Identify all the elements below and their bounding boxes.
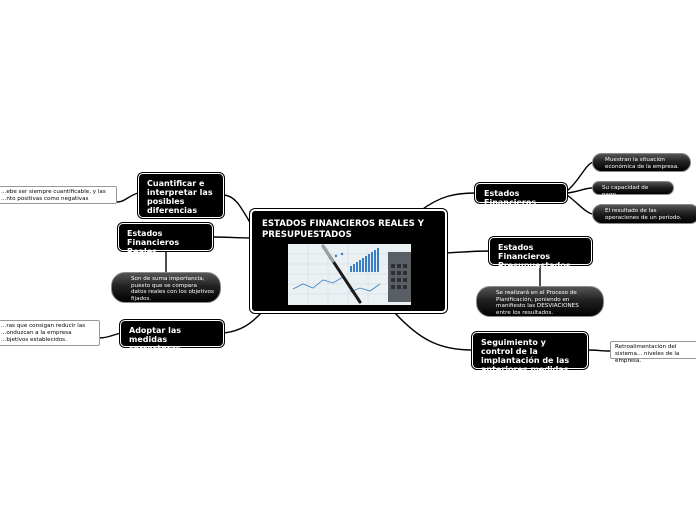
topic-estados-financieros[interactable]: Estados Financieros (475, 183, 567, 203)
central-title: ESTADOS FINANCIEROS REALES Y PRESUPUESTA… (262, 219, 442, 241)
link-adoptar (224, 312, 262, 333)
link-fin-note-1 (567, 162, 593, 191)
topic-estados-financieros-presupuestados-label: Estados Financieros Presupuestados (498, 243, 571, 270)
note-presupuestados-text: Se realizará en el Proceso de Planificac… (496, 290, 579, 316)
topic-cuantificar[interactable]: Cuantificar e interpretar las posibles d… (138, 173, 224, 218)
note-seguimiento[interactable]: Retroalimentación del sistema... niveles… (610, 341, 696, 359)
note-cuantificar[interactable]: ...ebe ser siempre cuantificable, y las … (0, 186, 117, 204)
topic-cuantificar-label: Cuantificar e interpretar las posibles d… (147, 179, 213, 215)
note-adoptar-text: ...ras que consigan reducir las ...onduz… (1, 323, 85, 343)
link-fin-note-3 (567, 195, 592, 214)
note-presupuestados[interactable]: Se realizará en el Proceso de Planificac… (476, 286, 604, 317)
topic-estados-financieros-presupuestados[interactable]: Estados Financieros Presupuestados (489, 237, 592, 265)
link-cuantificar (224, 195, 252, 226)
note-adoptar[interactable]: ...ras que consigan reducir las ...onduz… (0, 320, 100, 346)
note-financieros-situacion[interactable]: Muestran la situación económica de la em… (592, 153, 691, 172)
note-financieros-resultado[interactable]: El resultado de las operaciones de un pe… (592, 204, 696, 224)
topic-adoptar[interactable]: Adoptar las medidas correctoras oportuna… (120, 320, 224, 347)
note-financieros-situacion-text: Muestran la situación económica de la em… (605, 157, 679, 170)
link-cuantificar-note (117, 193, 138, 202)
link-adoptar-note (99, 333, 121, 338)
link-fin-note-2 (567, 188, 592, 193)
topic-seguimiento[interactable]: Seguimiento y control de la implantación… (472, 332, 588, 369)
topic-adoptar-label: Adoptar las medidas correctoras oportuna… (129, 326, 181, 362)
note-cuantificar-text: ...ebe ser siempre cuantificable, y las … (1, 189, 106, 202)
note-financieros-pago[interactable]: Su capacidad de pago. (592, 181, 674, 195)
topic-estados-financieros-label: Estados Financieros (484, 189, 536, 207)
topic-seguimiento-label: Seguimiento y control de la implantación… (481, 338, 569, 374)
link-seguimiento-note (588, 350, 610, 351)
link-seguimiento (395, 313, 472, 350)
link-reales (213, 237, 251, 238)
note-estados-reales-text: Son de suma importancia, puesto que se c… (131, 276, 214, 302)
topic-estados-financieros-reales[interactable]: Estados Financieros Reales (118, 223, 213, 251)
central-topic[interactable]: ESTADOS FINANCIEROS REALES Y PRESUPUESTA… (250, 209, 447, 313)
link-presupuestados (446, 251, 489, 253)
note-financieros-resultado-text: El resultado de las operaciones de un pe… (605, 208, 681, 221)
financial-charts-photo (288, 244, 411, 305)
note-estados-reales[interactable]: Son de suma importancia, puesto que se c… (111, 272, 221, 303)
